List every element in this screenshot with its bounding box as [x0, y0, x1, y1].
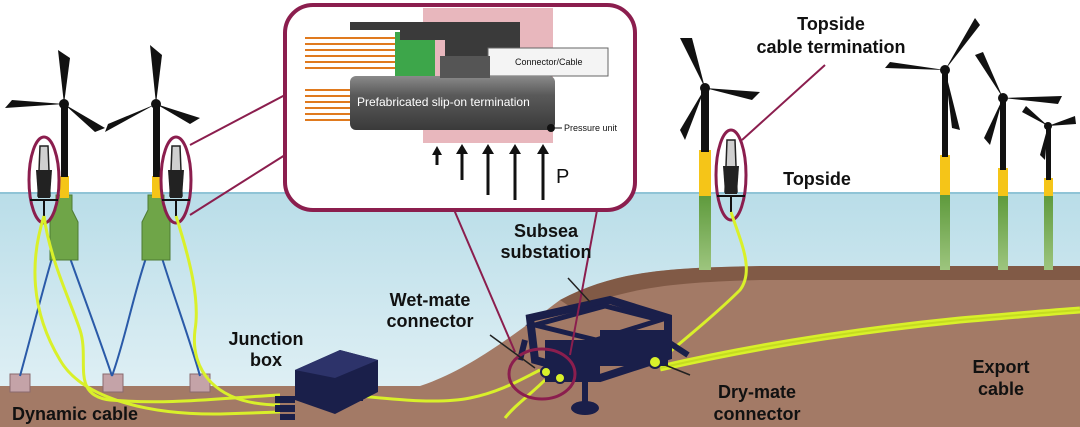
- fixed-turbine-2: [885, 18, 980, 270]
- subsea-substation: [517, 295, 690, 415]
- label-topside-termination-1: Topside: [797, 14, 865, 34]
- inset-label-prefab: Prefabricated slip-on termination: [357, 95, 530, 109]
- label-junction-2: box: [250, 350, 282, 370]
- dynamic-cables: [33, 211, 748, 419]
- label-wetmate-1: Wet-mate: [390, 290, 471, 310]
- inset-label-pressure-unit: Pressure unit: [564, 123, 618, 133]
- inset-label-connector-cable: Connector/Cable: [515, 57, 583, 67]
- label-subsea-1: Subsea: [514, 221, 579, 241]
- floating-turbine-1: [5, 50, 105, 261]
- fixed-turbine-3: [975, 52, 1062, 270]
- drymate-leader: [664, 364, 691, 376]
- label-export-1: Export: [972, 357, 1029, 377]
- callout-leaders: [189, 64, 826, 356]
- inset-label-pressure-symbol: P: [556, 166, 569, 188]
- label-export-2: cable: [978, 379, 1024, 399]
- wetmate-leader: [489, 334, 536, 369]
- wetmate-callout: [507, 347, 577, 401]
- inset-detail: Connector/Cable Prefabricated slip-on te…: [283, 3, 637, 212]
- label-wetmate-2: connector: [386, 311, 473, 331]
- seabed: [0, 266, 1080, 427]
- seabed-ridge: [560, 266, 1080, 310]
- label-topside-termination-2: cable termination: [756, 37, 905, 57]
- label-drymate-1: Dry-mate: [718, 382, 796, 402]
- anchor-2: [102, 373, 124, 393]
- floating-turbine-2: [105, 45, 200, 261]
- anchor-1: [9, 373, 31, 393]
- prefab-termination: [350, 76, 555, 130]
- termination-marker-2: [159, 135, 193, 225]
- label-drymate-2: connector: [713, 404, 800, 424]
- subsea-leader: [567, 277, 591, 303]
- label-subsea-2: substation: [500, 242, 591, 262]
- label-junction-1: Junction: [229, 329, 304, 349]
- mooring-lines: [19, 257, 201, 377]
- fixed-turbine-1: [680, 38, 760, 270]
- label-topside: Topside: [783, 169, 851, 189]
- junction-box: [275, 350, 378, 420]
- termination-marker-topside: [714, 128, 748, 222]
- label-dynamic-cable: Dynamic cable: [12, 404, 138, 424]
- fixed-turbine-4: [1022, 106, 1076, 270]
